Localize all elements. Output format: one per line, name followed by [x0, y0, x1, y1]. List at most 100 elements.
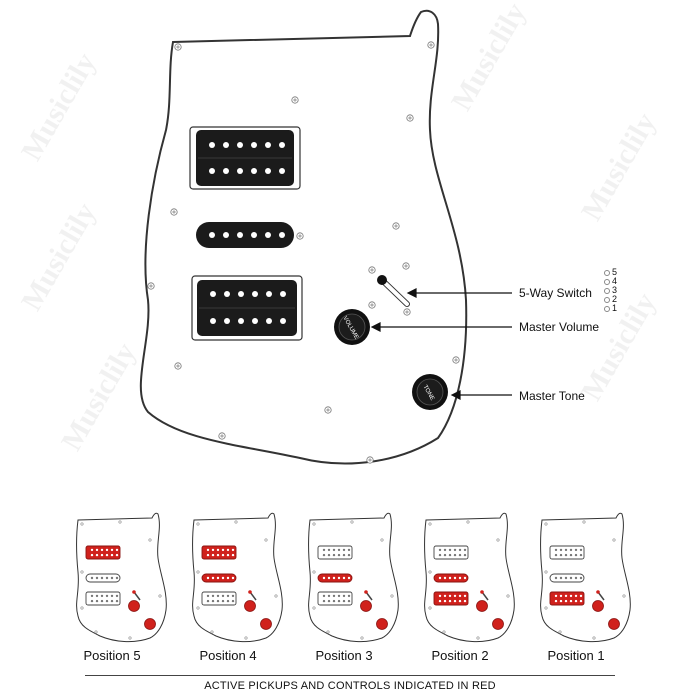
mini-switch-tip — [248, 590, 252, 594]
mini-pickguard-outline — [192, 512, 283, 643]
mini-screw — [196, 570, 200, 574]
mini-switch-tip — [596, 590, 600, 594]
pole-piece — [216, 553, 220, 557]
mini-tone-knob — [376, 618, 388, 630]
pole-piece — [559, 548, 563, 552]
pole-piece — [337, 576, 341, 580]
mini-neck-pickup — [433, 545, 469, 560]
pole-piece — [579, 576, 583, 580]
mini-screw — [196, 522, 200, 526]
pole-piece — [327, 594, 331, 598]
pole-piece — [206, 594, 210, 598]
pole-piece — [559, 599, 563, 603]
callout-arrows — [370, 288, 512, 400]
pole-piece — [332, 599, 336, 603]
mini-screw — [158, 594, 162, 598]
mini-screw — [244, 636, 248, 640]
switch-position-2: 2 — [604, 295, 617, 304]
pole-piece — [95, 599, 99, 603]
pole-piece — [115, 576, 119, 580]
pole-piece — [554, 576, 558, 580]
mini-screw — [466, 520, 470, 524]
pole-piece — [332, 548, 336, 552]
pole-piece — [211, 576, 215, 580]
pole-piece — [453, 594, 457, 598]
pole-piece — [554, 594, 558, 598]
pole-piece — [574, 594, 578, 598]
pole-piece — [206, 548, 210, 552]
pole-piece — [110, 548, 114, 552]
pole-piece — [574, 599, 578, 603]
mini-screw — [80, 570, 84, 574]
pole-piece — [221, 553, 225, 557]
pole-piece — [453, 599, 457, 603]
pole-piece — [463, 548, 467, 552]
mini-volume-knob — [128, 600, 140, 612]
pole-piece — [463, 553, 467, 557]
pole-piece — [322, 553, 326, 557]
mini-pickguard-outline — [308, 512, 399, 643]
pole-piece — [554, 553, 558, 557]
mini-screw — [428, 570, 432, 574]
mini-switch-tip — [364, 590, 368, 594]
mini-screw — [80, 522, 84, 526]
pole-piece — [438, 553, 442, 557]
pole-piece — [579, 599, 583, 603]
position-label: Position 2 — [431, 648, 489, 663]
mini-volume-knob — [244, 600, 256, 612]
pole-piece — [115, 553, 119, 557]
pole-piece — [564, 553, 568, 557]
switch-position-legend: 5 4 3 2 1 — [604, 268, 617, 313]
pole-piece — [569, 576, 573, 580]
pole-piece — [327, 548, 331, 552]
mini-neck-pickup — [201, 545, 237, 560]
mini-switch-tip — [132, 590, 136, 594]
volume-knob: VOLUME — [334, 309, 370, 345]
switch-label: 5-Way Switch — [519, 286, 592, 300]
mini-pickguard-outline — [76, 512, 167, 643]
pole-piece — [231, 553, 235, 557]
mini-volume-knob — [360, 600, 372, 612]
mini-pickguard — [76, 512, 167, 643]
mini-bridge-pickup — [201, 591, 237, 606]
pole-piece — [95, 594, 99, 598]
pole-piece — [342, 553, 346, 557]
pole-piece — [448, 576, 452, 580]
volume-label: Master Volume — [519, 320, 600, 334]
pole-piece — [322, 599, 326, 603]
pole-piece — [90, 548, 94, 552]
mini-pickguard — [540, 512, 631, 643]
position-diagrams — [76, 512, 631, 643]
pole-piece — [221, 576, 225, 580]
mini-neck-pickup — [549, 545, 585, 560]
pole-piece — [115, 548, 119, 552]
pole-piece — [221, 594, 225, 598]
pole-piece — [569, 548, 573, 552]
pole-piece — [347, 548, 351, 552]
pole-piece — [110, 553, 114, 557]
pole-piece — [327, 576, 331, 580]
mini-pickguard — [192, 512, 283, 643]
pole-piece — [226, 548, 230, 552]
pole-piece — [95, 548, 99, 552]
mini-screw — [80, 606, 84, 610]
mini-screw — [390, 594, 394, 598]
mini-bridge-pickup — [85, 591, 121, 606]
mini-volume-knob — [592, 600, 604, 612]
mini-tone-knob — [144, 618, 156, 630]
mini-screw — [544, 570, 548, 574]
pole-piece — [342, 599, 346, 603]
pole-piece — [231, 594, 235, 598]
pole-piece — [438, 576, 442, 580]
pole-piece — [453, 553, 457, 557]
pole-piece — [458, 594, 462, 598]
pole-piece — [569, 599, 573, 603]
pole-piece — [211, 548, 215, 552]
pole-piece — [322, 548, 326, 552]
mini-pickguard-outline — [540, 512, 631, 643]
pole-piece — [231, 548, 235, 552]
pole-piece — [216, 576, 220, 580]
pole-piece — [458, 553, 462, 557]
mini-screw — [476, 636, 480, 640]
pole-piece — [327, 599, 331, 603]
